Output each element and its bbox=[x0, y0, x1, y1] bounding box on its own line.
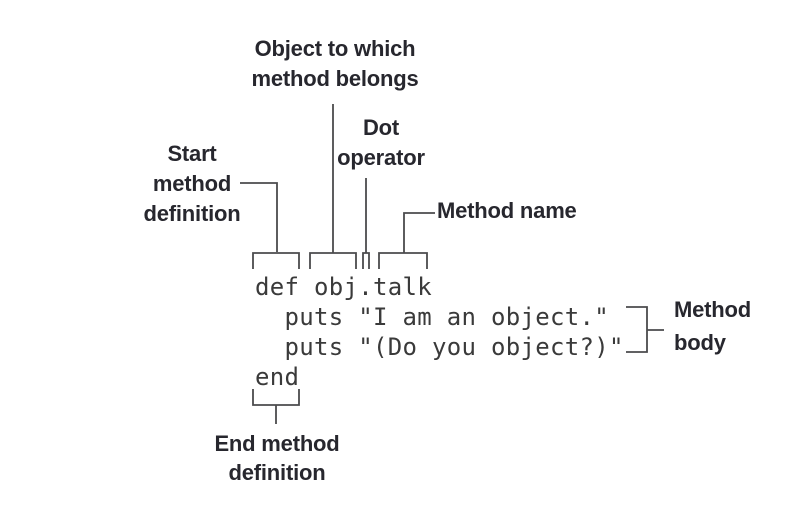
method-body-brace bbox=[626, 306, 664, 353]
end-definition-label-line1: End method bbox=[214, 431, 340, 456]
method-name-label: Method name bbox=[437, 198, 577, 223]
dot-operator-label-line2: operator bbox=[337, 145, 425, 170]
code-line-def: def obj.talk bbox=[255, 273, 432, 301]
code-snippet: def obj.talk puts "I am an object." puts… bbox=[255, 272, 624, 392]
method-body-label: Method body bbox=[674, 293, 751, 359]
end-definition-label: End method definition bbox=[177, 429, 377, 487]
object-label-line2: method belongs bbox=[251, 66, 419, 91]
method-body-label-line1: Method bbox=[674, 297, 752, 322]
code-line-end: end bbox=[255, 363, 300, 391]
object-label-line1: Object to which bbox=[254, 36, 416, 61]
start-definition-label-line2: method bbox=[152, 171, 232, 196]
dot-operator-label-line1: Dot bbox=[362, 115, 400, 140]
dot-bracket bbox=[362, 252, 370, 269]
talk-bracket bbox=[378, 252, 428, 269]
start-definition-connector-line bbox=[240, 182, 278, 252]
dot-operator-label: Dot operator bbox=[321, 113, 441, 173]
object-label: Object to which method belongs bbox=[235, 34, 435, 94]
method-name-connector-line bbox=[403, 212, 435, 253]
obj-bracket bbox=[309, 252, 357, 269]
start-definition-label-line1: Start bbox=[167, 141, 217, 166]
end-definition-label-line2: definition bbox=[228, 460, 326, 485]
def-bracket bbox=[252, 252, 300, 269]
code-line-puts-1: puts "I am an object." bbox=[255, 303, 609, 331]
start-definition-label: Start method definition bbox=[107, 139, 277, 229]
method-body-label-line2: body bbox=[674, 330, 726, 355]
start-definition-label-line3: definition bbox=[143, 201, 241, 226]
code-line-puts-2: puts "(Do you object?)" bbox=[255, 333, 624, 361]
